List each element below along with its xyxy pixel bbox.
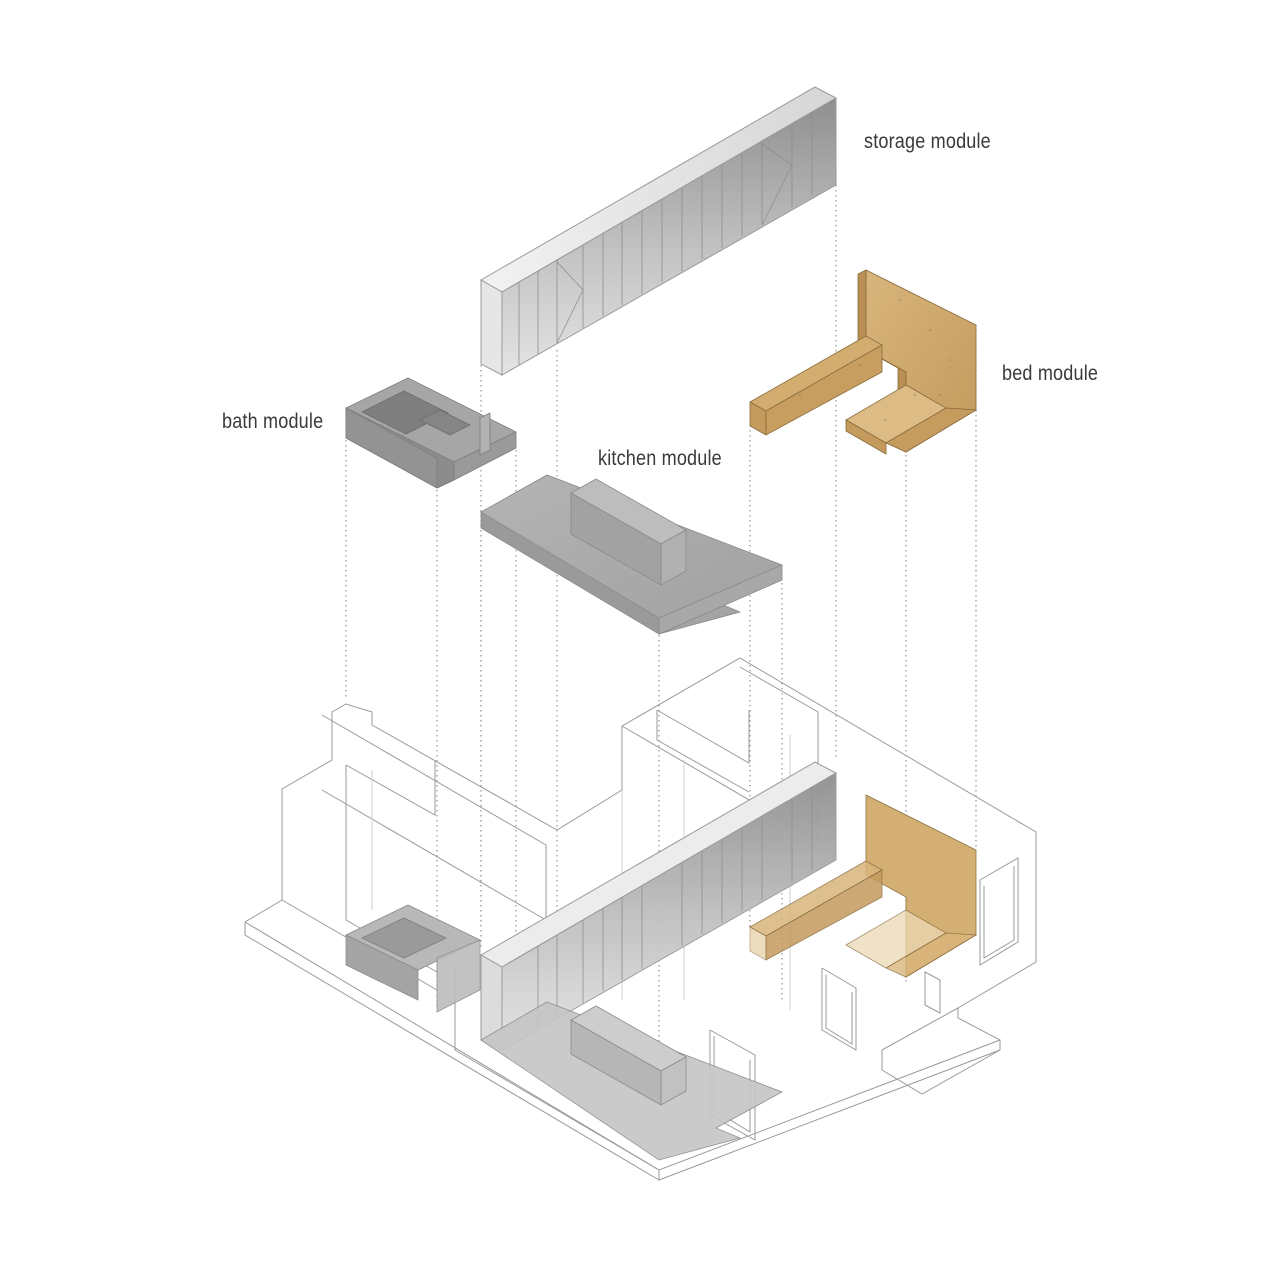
bath-module-installed [345,904,481,1013]
kitchen-module-exploded [480,474,783,635]
bed-module-installed [749,794,978,978]
kitchen-module-installed [480,1001,783,1161]
storage-module-label: storage module [864,130,991,153]
bed-module-exploded [749,269,978,455]
bath-module-exploded [345,377,517,489]
storage-module-exploded [479,86,838,376]
bed-module-label: bed module [1002,362,1099,385]
storage-module-installed [479,761,838,1051]
bath-module-label: bath module [222,410,324,433]
kitchen-module-label: kitchen module [598,447,722,470]
